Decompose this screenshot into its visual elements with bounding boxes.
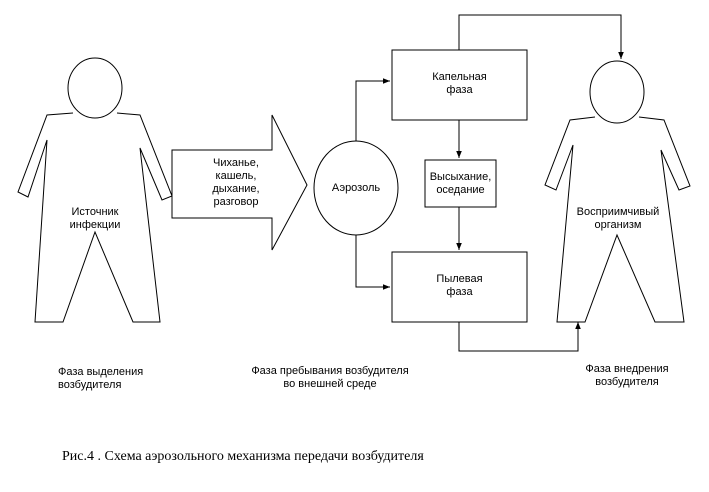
- phase-excretion-line1: Фаза выделения: [58, 366, 144, 378]
- source-person-figure: [17, 57, 173, 323]
- source-person-label: Источник инфекции: [60, 206, 130, 232]
- phase-introduction-line2: возбудителя: [595, 376, 659, 388]
- drying-box: [424, 159, 497, 208]
- source-person-label-line1: Источник: [71, 206, 119, 218]
- phase-introduction-line1: Фаза внедрения: [585, 363, 669, 375]
- droplet-phase-label: Капельная фаза: [392, 71, 527, 97]
- actions-label: Чиханье, кашель, дыхание, разговор: [196, 157, 276, 209]
- phase-environment-line2: во внешней среде: [283, 378, 377, 390]
- phase-environment-line1: Фаза пребывания возбудителя: [251, 365, 409, 377]
- actions-line2: кашель,: [215, 170, 257, 182]
- drying-line2: оседание: [436, 184, 485, 196]
- actions-line4: разговор: [213, 196, 259, 208]
- aerosol-to-dust-arrow: [355, 235, 390, 290]
- susceptible-person-label: Восприимчивый организм: [563, 206, 673, 232]
- actions-line1: Чиханье,: [213, 157, 259, 169]
- phase-excretion-line2: возбудителя: [58, 379, 122, 391]
- actions-block-arrow: [171, 114, 308, 251]
- droplet-to-organism-arrow: [458, 14, 624, 59]
- drying-label: Высыхание, оседание: [425, 171, 496, 197]
- droplet-phase-line2: фаза: [446, 84, 473, 96]
- droplet-phase-line1: Капельная: [432, 71, 487, 83]
- phase-environment-label: Фаза пребывания возбудителя во внешней с…: [240, 365, 420, 391]
- dust-phase-line2: фаза: [446, 286, 473, 298]
- dust-phase-box: [391, 251, 528, 323]
- dust-phase-label: Пылевая фаза: [392, 273, 527, 299]
- aerosol-label: Аэрозоль: [331, 182, 381, 194]
- phase-excretion-label: Фаза выделения возбудителя: [58, 366, 198, 392]
- aerosol-to-droplet-arrow: [355, 78, 390, 141]
- drying-line1: Высыхание,: [429, 171, 492, 183]
- susceptible-person-label-line1: Восприимчивый: [576, 206, 660, 218]
- figure-caption: Рис.4 . Схема аэрозольного механизма пер…: [62, 449, 424, 464]
- phase-introduction-label: Фаза внедрения возбудителя: [572, 363, 682, 389]
- droplet-phase-box: [391, 49, 528, 121]
- dust-phase-line1: Пылевая: [436, 273, 483, 285]
- dust-to-organism-arrow: [458, 322, 581, 352]
- susceptible-person-figure: [544, 60, 691, 323]
- susceptible-person-label-line2: организм: [594, 219, 642, 231]
- source-person-label-line2: инфекции: [69, 219, 121, 231]
- actions-line3: дыхание,: [212, 183, 260, 195]
